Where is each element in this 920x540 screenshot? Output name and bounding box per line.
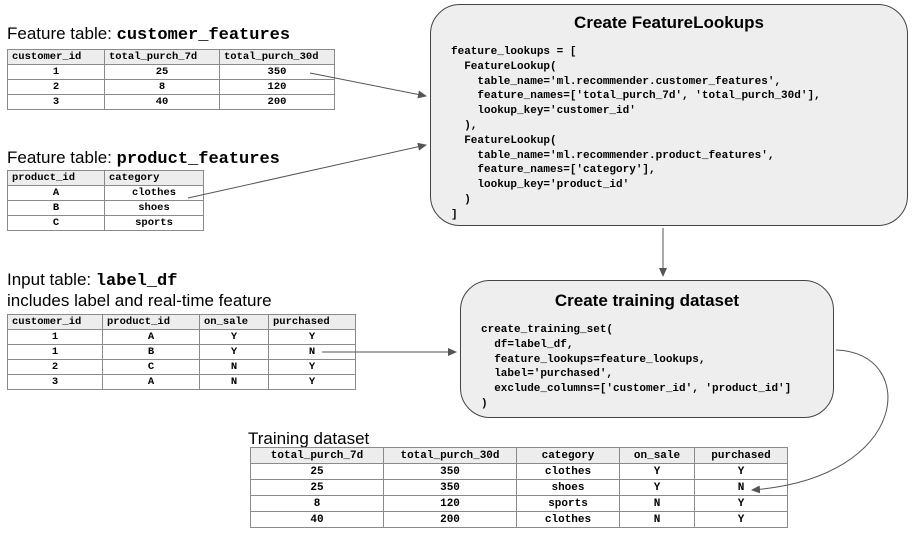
caption-code: product_features [116,150,280,169]
training-set-code: create_training_set( df=label_df, featur… [481,324,792,410]
table-cell: Y [694,511,788,528]
table-cell: shoes [516,479,620,496]
column-header: purchased [694,447,788,464]
customer-features-caption: Feature table: customer_features [7,24,290,46]
table-cell: N [619,511,695,528]
column-header: total_purch_30d [383,447,517,464]
arrow-customer-to-lookups [309,72,427,99]
column-header: product_id [102,314,200,330]
caption-code: customer_features [116,26,291,45]
arrow-trainingset-to-dataset [751,349,889,494]
create-training-dataset-box: Create training dataset create_training_… [460,280,834,418]
caption-code: label_df [95,272,178,291]
create-featurelookups-box: Create FeatureLookups feature_lookups = … [430,4,908,226]
featurelookups-code: feature_lookups = [ FeatureLookup( table… [451,46,821,221]
training-dataset-caption: Training dataset [248,429,370,448]
box-title: Create FeatureLookups [574,13,764,32]
table-cell: 350 [219,64,335,80]
table-cell: sports [516,495,620,512]
label-df-caption: Input table: label_df [7,270,177,292]
table-cell: clothes [516,511,620,528]
box-title: Create training dataset [554,291,740,310]
column-header: customer_id [7,49,105,65]
table-cell: 200 [383,511,517,528]
product-features-caption: Feature table: product_features [7,148,280,170]
table-cell: clothes [104,185,204,201]
table-cell: 3 [7,94,105,110]
table-cell: Y [268,374,356,390]
column-header: total_purch_7d [104,49,220,65]
arrow-product-to-lookups [187,142,427,199]
caption-prefix: Feature table: [7,24,117,43]
table-cell: 200 [219,94,335,110]
column-header: on_sale [199,314,269,330]
caption-prefix: Input table: [7,270,96,289]
table-cell: 40 [104,94,220,110]
table-cell: sports [104,215,204,231]
label-df-subcaption: includes label and real-time feature [7,291,272,310]
caption-prefix: Feature table: [7,148,117,167]
table-cell: 40 [250,511,384,528]
column-header: customer_id [7,314,103,330]
column-header: product_id [7,170,105,186]
